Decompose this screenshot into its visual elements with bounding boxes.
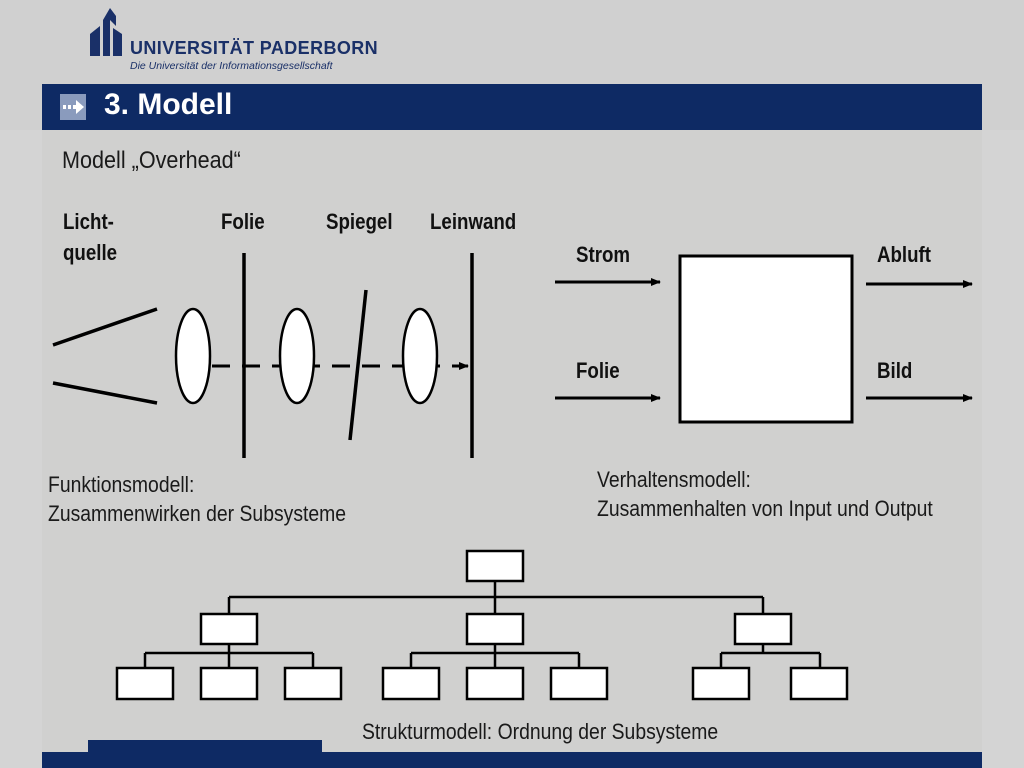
tree-leaf-node <box>199 666 259 701</box>
university-tagline: Die Universität der Informationsgesellsc… <box>130 60 333 72</box>
tree-leaf-node <box>381 666 441 701</box>
tree-leaf-node <box>691 666 751 701</box>
lens-2 <box>278 307 316 405</box>
tree-leaf-node <box>115 666 175 701</box>
tree-node-level1 <box>733 612 793 646</box>
behavior-model-caption-title: Verhaltensmodell: <box>597 467 751 492</box>
label-mirror: Spiegel <box>326 209 393 234</box>
mirror-line <box>348 289 368 441</box>
title-bar: 3. Modell <box>42 84 982 130</box>
label-slide: Folie <box>221 209 265 234</box>
footer-bar <box>42 752 982 768</box>
slide-body <box>42 130 982 768</box>
title-arrow-icon <box>60 94 86 120</box>
output-label-image: Bild <box>877 358 913 383</box>
behavior-model-caption: Verhaltensmodell: Zusammenhalten von Inp… <box>597 465 933 523</box>
tree-leaf-node <box>283 666 343 701</box>
tree-node-level1 <box>465 612 525 646</box>
tree-leaf-node <box>789 666 849 701</box>
page-title: 3. Modell <box>104 88 233 121</box>
tree-root-node <box>465 549 525 583</box>
function-model-caption-title: Funktionsmodell: <box>48 472 195 497</box>
function-model-caption-text: Zusammenwirken der Subsysteme <box>48 501 347 526</box>
label-screen: Leinwand <box>430 209 517 234</box>
slide-subtitle: Modell „Overhead“ <box>62 147 241 174</box>
structure-model-caption: Strukturmodell: Ordnung der Subsysteme <box>362 719 719 744</box>
input-label-slide: Folie <box>576 358 620 383</box>
university-logo-icon <box>90 8 122 56</box>
tree-leaf-node <box>465 666 525 701</box>
lens-1 <box>174 307 212 405</box>
function-model-caption: Funktionsmodell: Zusammenwirken der Subs… <box>48 470 346 528</box>
structure-tree-connectors <box>143 581 822 668</box>
behavior-model-caption-text: Zusammenhalten von Input und Output <box>597 496 933 521</box>
label-light-source-line1: Licht- <box>63 209 114 234</box>
label-light-source-line2: quelle <box>63 240 118 265</box>
light-source-shape <box>52 307 158 405</box>
lens-3 <box>401 307 439 405</box>
university-logo: UNIVERSITÄT PADERBORN Die Universität de… <box>86 6 378 72</box>
system-black-box <box>678 254 854 424</box>
structure-tree-nodes <box>115 549 849 701</box>
university-name: UNIVERSITÄT PADERBORN <box>130 38 379 58</box>
input-label-power: Strom <box>576 242 631 267</box>
tree-node-level1 <box>199 612 259 646</box>
output-label-exhaust: Abluft <box>877 242 932 267</box>
tree-leaf-node <box>549 666 609 701</box>
